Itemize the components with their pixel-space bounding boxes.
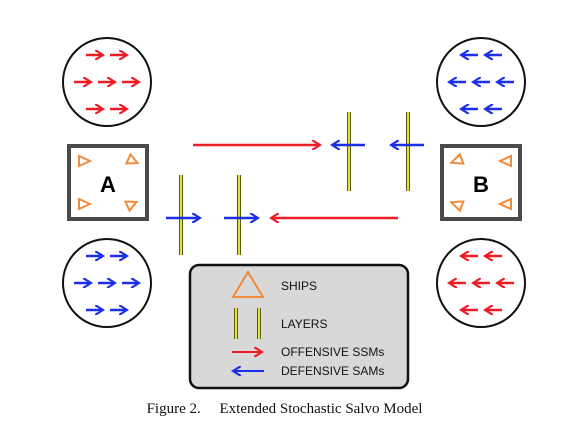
legend-offensive-label: OFFENSIVE SSMs bbox=[281, 345, 384, 359]
legend-layers-icon bbox=[234, 308, 261, 339]
b-defensive-pool bbox=[436, 37, 526, 127]
a-offensive-pool bbox=[62, 37, 152, 127]
b-offensive-pool bbox=[436, 238, 526, 328]
legend-ships-label: SHIPS bbox=[281, 279, 317, 293]
figure-title: Extended Stochastic Salvo Model bbox=[219, 401, 423, 417]
legend-ship-icon bbox=[231, 270, 265, 298]
figure-caption: Figure 2. Extended Stochastic Salvo Mode… bbox=[0, 401, 569, 427]
side-a-box: A bbox=[67, 144, 149, 221]
side-a-ships bbox=[78, 152, 140, 213]
legend-defensive-label: DEFENSIVE SAMs bbox=[281, 364, 384, 378]
side-b-label: B bbox=[473, 172, 489, 197]
figure-number: Figure 2. bbox=[146, 401, 201, 417]
legend-layers-label: LAYERS bbox=[281, 317, 327, 331]
a-defensive-pool bbox=[62, 238, 152, 328]
side-a-label: A bbox=[100, 172, 116, 197]
side-b-box: B bbox=[440, 144, 522, 221]
side-b-ships bbox=[449, 152, 512, 213]
legend-box: SHIPS LAYERS OFFENSIVE SSMs DEFENSIVE SA… bbox=[188, 263, 410, 390]
